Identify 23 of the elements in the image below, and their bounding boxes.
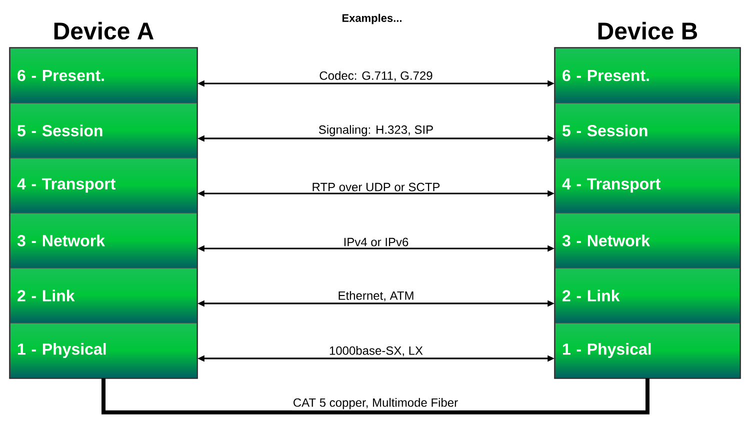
layer-box: 4 - Transport <box>10 158 198 214</box>
layer-box: 5 - Session <box>10 102 198 158</box>
layer-box: 2 - Link <box>10 268 198 324</box>
heading: Examples... <box>342 14 402 24</box>
layer-box: 2 - Link <box>554 268 740 324</box>
layer-box: 5 - Session <box>554 102 740 158</box>
edge-label: Signaling: H.323, SIP <box>317 124 435 138</box>
layer-box: 6 - Present. <box>10 48 198 104</box>
layer-box: 4 - Transport <box>554 158 740 214</box>
layer-box: 1 - Physical <box>10 322 198 378</box>
edge-label: Ethernet, ATM <box>336 290 416 302</box>
node-label: Device A <box>54 22 154 40</box>
node-label: Device B <box>598 22 698 40</box>
edge-label: RTP over UDP or SCTP <box>310 182 442 192</box>
edge-label: 1000base-SX, LX <box>328 345 424 358</box>
layer-box: 3 - Network <box>10 212 198 268</box>
cable-line <box>102 378 650 414</box>
edge-label: CAT 5 copper, Multimode Fiber <box>292 397 460 410</box>
layer-box: 6 - Present. <box>554 48 740 104</box>
layer-box: 3 - Network <box>554 212 740 268</box>
edge-label: Codec: G.711, G.729 <box>318 70 434 82</box>
layer-box: 1 - Physical <box>554 322 740 378</box>
edge-label: IPv4 or IPv6 <box>342 236 410 248</box>
